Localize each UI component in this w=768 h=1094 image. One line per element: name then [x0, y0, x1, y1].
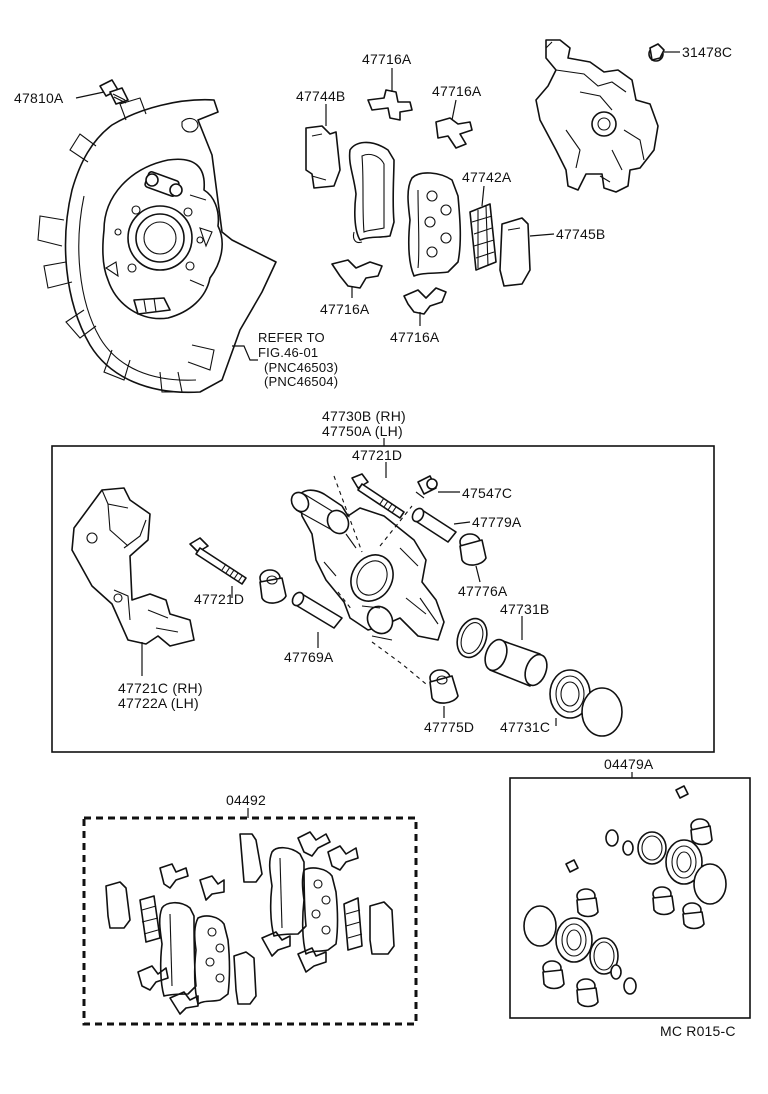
bushing-left — [259, 569, 287, 604]
pad-kit-box-04492 — [82, 816, 418, 1026]
label-47721c: 47721C (RH) — [118, 680, 203, 696]
slide-pin-47779a — [411, 507, 457, 543]
label-04492: 04492 — [226, 792, 266, 808]
label-47722a: 47722A (LH) — [118, 695, 199, 711]
label-refer-fig: FIG.46-01 — [258, 345, 319, 360]
label-47775d: 47775D — [424, 719, 475, 735]
piston-47731b — [484, 638, 548, 687]
caliper-assembly-top — [535, 39, 659, 193]
caliper-assembly-box — [51, 445, 715, 753]
label-refer-pnc2: (PNC46504) — [264, 374, 339, 389]
label-47716a-left: 47716A — [320, 301, 370, 317]
guide-bolt-47721d-left — [189, 537, 247, 585]
disc-brake-pad-right — [407, 172, 462, 277]
label-47776a: 47776A — [458, 583, 508, 599]
pad-support-plate-47716a-mid — [435, 117, 473, 149]
label-47731c: 47731C — [500, 719, 551, 735]
label-47750a: 47750A (LH) — [322, 423, 403, 439]
label-47547c: 47547C — [462, 485, 513, 501]
label-04479a: 04479A — [604, 756, 654, 772]
label-47744b: 47744B — [296, 88, 346, 104]
anti-squeal-shim-47745b — [499, 217, 531, 287]
bleeder-cap-31478c — [648, 43, 665, 62]
seal-kit-contents — [523, 785, 727, 1008]
seal-kit-box-04479a — [509, 777, 751, 1019]
label-47810a: 47810A — [14, 90, 64, 106]
disc-brake-pad-left — [348, 141, 395, 244]
label-refer-to: REFER TO — [258, 330, 325, 345]
pad-support-plate-47716a-left — [331, 259, 383, 289]
label-47730b: 47730B (RH) — [322, 408, 406, 424]
label-47745b: 47745B — [556, 226, 606, 242]
label-refer-pnc1: (PNC46503) — [264, 360, 339, 375]
label-47742a: 47742A — [462, 169, 512, 185]
caliper-mounting-bracket — [71, 487, 195, 647]
piston-cap — [581, 687, 623, 737]
anti-squeal-shim-47744b — [305, 125, 341, 189]
cylinder-boot-47731c — [549, 669, 591, 719]
label-47716a-right: 47716A — [390, 329, 440, 345]
label-47716a-top: 47716A — [362, 51, 412, 67]
bolt-47810a — [99, 79, 129, 105]
anti-squeal-shim-47742a — [469, 203, 497, 271]
label-47769a: 47769A — [284, 649, 334, 665]
pad-kit-contents — [105, 831, 395, 1015]
slide-pin-47769a — [291, 591, 343, 629]
pad-support-plate-47716a-right — [403, 287, 447, 315]
guide-bolt-47721d-top — [351, 473, 405, 519]
bleeder-plug-47547c — [415, 475, 438, 499]
caliper-body — [290, 489, 445, 641]
diagram-code: MC R015-C — [660, 1023, 736, 1039]
brake-backing-plate — [37, 97, 277, 394]
label-47721d-left: 47721D — [194, 591, 245, 607]
bushing-47776a — [459, 533, 487, 566]
label-47716a-mid: 47716A — [432, 83, 482, 99]
label-47731b: 47731B — [500, 601, 550, 617]
pad-support-plate-47716a-top — [367, 89, 413, 121]
label-47779a: 47779A — [472, 514, 522, 530]
piston-seal — [456, 617, 488, 659]
bushing-47775d — [429, 669, 459, 704]
label-47721d-top: 47721D — [352, 447, 403, 463]
label-31478c: 31478C — [682, 44, 733, 60]
